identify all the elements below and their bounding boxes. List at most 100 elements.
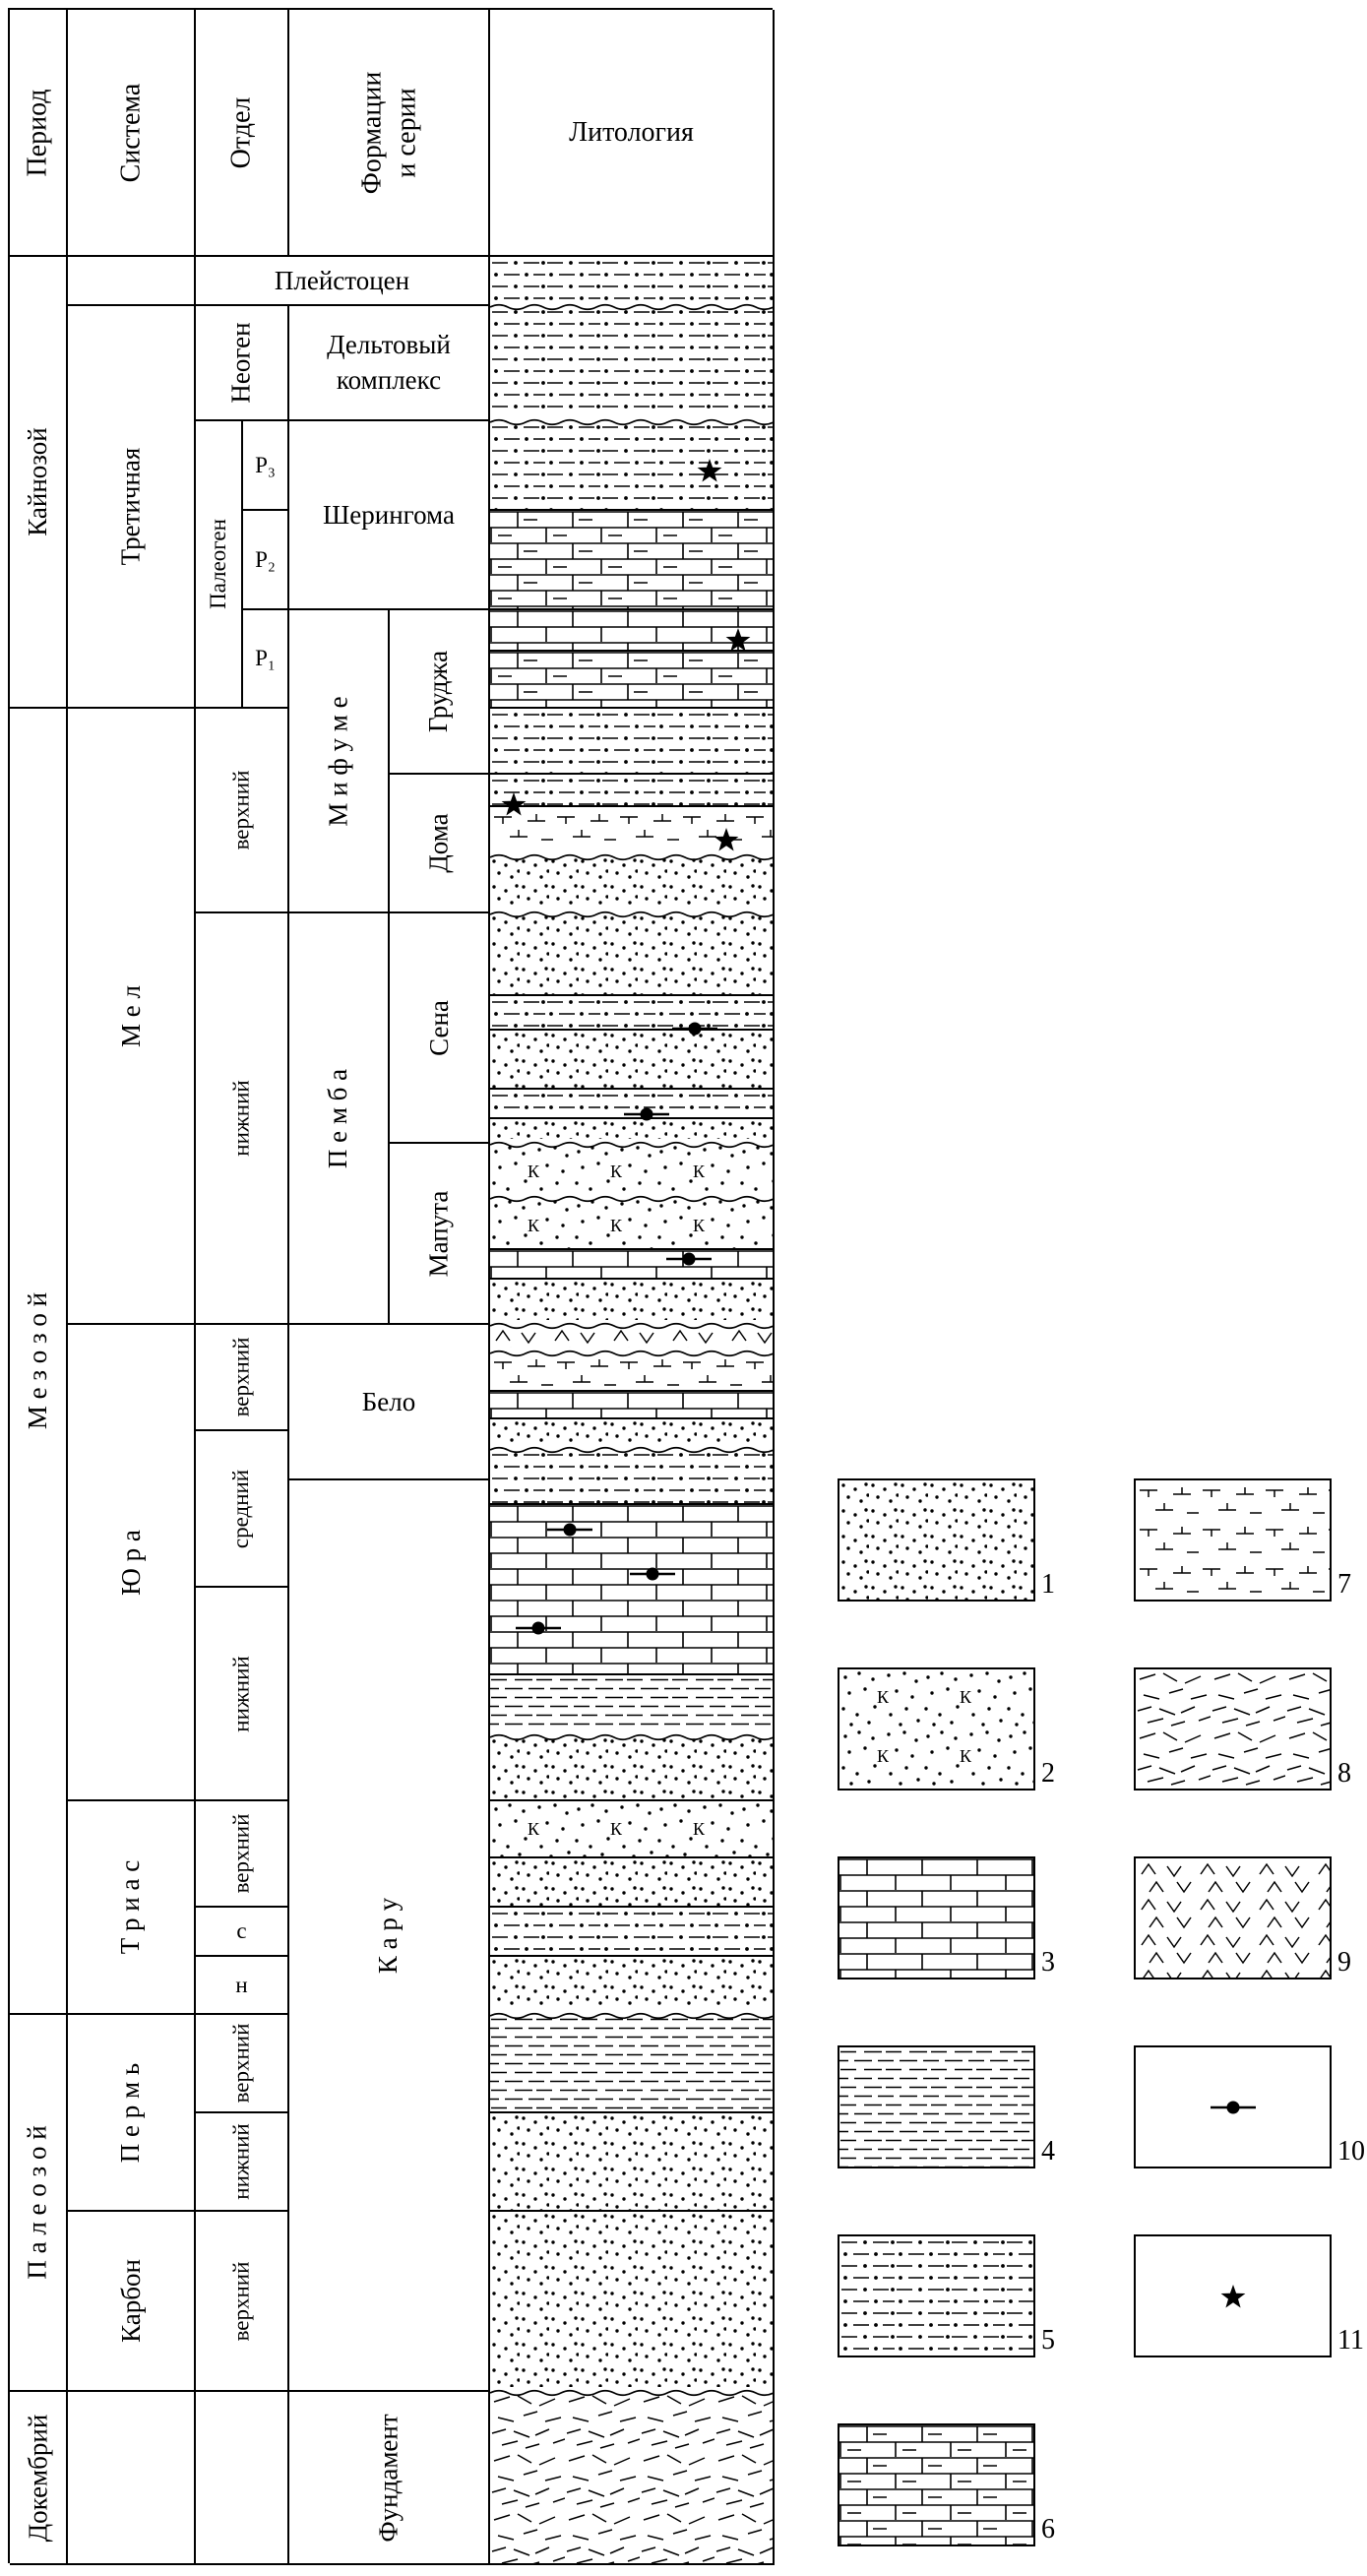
oil-show-icon (547, 1523, 592, 1537)
basement-pattern-swatch (1136, 1669, 1330, 1789)
oil-show-symbol (515, 1618, 562, 1643)
cell-fm-grudja: Груджа (390, 610, 490, 775)
fm-mifume-label: М и ф у м е (323, 695, 353, 827)
cell-system-jurassic: Ю р а (68, 1325, 196, 1801)
lith-band-dashdot (490, 775, 773, 807)
cell-period-cenozoic: Кайнозой (10, 257, 68, 709)
header-system-label: Система (115, 83, 146, 182)
star-show-icon (501, 792, 527, 816)
legend-item-2 (838, 1667, 1035, 1791)
cell-system-cretaceous: М е л (68, 709, 196, 1325)
fm-karoo-label: К а р у (373, 1897, 404, 1974)
dept-upper-label: верхний (228, 770, 254, 850)
star-show-icon (714, 828, 739, 851)
header-formations: Формации и серии (289, 10, 490, 257)
cell-dept-triassic-upper: верхний (196, 1801, 289, 1908)
cell-system-triassic: Т р и а с (68, 1801, 196, 2015)
lith-band-shale (490, 2015, 773, 2113)
lith-band-dots (490, 2212, 773, 2392)
lith-band-dots (490, 1858, 773, 1908)
cell-system-quaternary-empty (68, 257, 196, 306)
cell-fm-maputa: Мапута (390, 1144, 490, 1325)
legend-symbol-oil (1136, 2047, 1330, 2167)
cell-dept-p1: Р₁ (243, 610, 289, 709)
legend-item-number: 10 (1337, 2136, 1365, 2167)
dept-p3-label: Р₃ (255, 452, 276, 477)
lith-band-dots (490, 1031, 773, 1090)
fm-delta-complex-label: Дельтовый комплекс (327, 330, 451, 395)
lith-band-brickdash (490, 652, 773, 709)
legend-symbol-star (1136, 2236, 1330, 2356)
oil-show-icon (630, 1567, 675, 1581)
lith-band-dashdot (490, 257, 773, 306)
cell-dept-triassic-middle: с (196, 1908, 289, 1957)
cell-system-precambrian-empty (68, 2392, 196, 2565)
star-show-icon (725, 628, 751, 652)
fm-sena-label: Сена (423, 999, 454, 1056)
brickdash-pattern-swatch (839, 2425, 1033, 2545)
cell-fm-karoo: К а р у (289, 1480, 490, 2392)
system-jurassic-label: Ю р а (115, 1529, 146, 1596)
header-lithology-label: Литология (569, 116, 694, 148)
fm-maputa-label: Мапута (423, 1190, 454, 1277)
cell-fm-mifume: М и ф у м е (289, 610, 390, 913)
lith-band-dots (490, 1957, 773, 2015)
legend-item-10 (1134, 2045, 1332, 2168)
oil-show-icon (672, 1022, 717, 1036)
oil-show-icon (624, 1107, 669, 1121)
cell-period-mesozoic: М е з о з о й (10, 709, 68, 2015)
gas-show-symbol (725, 628, 751, 657)
dept-upper-label: верхний (228, 2261, 254, 2341)
dept-middle-abbr-label: с (236, 1918, 247, 1943)
dept-lower-label: нижний (228, 2123, 254, 2200)
header-department-label: Отдел (225, 96, 257, 168)
cell-fm-sena: Сена (390, 913, 490, 1144)
legend-item-4 (838, 2045, 1035, 2168)
gas-show-symbol (501, 792, 527, 821)
cell-dept-p3: Р₃ (243, 421, 289, 511)
period-cenozoic-label: Кайнозой (23, 427, 52, 536)
lith-band-brickdash (490, 511, 773, 610)
cell-system-carboniferous: Карбон (68, 2212, 196, 2392)
lith-band-dotsK (490, 1801, 773, 1858)
cell-dept-jurassic-upper: верхний (196, 1325, 289, 1431)
brick-pattern-swatch (839, 1858, 1033, 1978)
fm-belo-label: Бело (361, 1386, 416, 1416)
cell-fm-delta-complex: Дельтовый комплекс (289, 306, 490, 421)
lith-band-dashdot (490, 421, 773, 511)
dots-pattern-swatch (839, 1480, 1033, 1600)
star-show-icon (1220, 2284, 1245, 2307)
system-triassic-label: Т р и а с (115, 1859, 146, 1955)
fm-grudja-label: Груджа (423, 650, 454, 733)
gas-show-symbol (714, 828, 739, 856)
period-paleozoic-label: П а л е о з о й (23, 2125, 52, 2280)
legend-item-number: 7 (1337, 1569, 1351, 1600)
cell-period-paleozoic: П а л е о з о й (10, 2015, 68, 2392)
cell-dept-cretaceous-upper: верхний (196, 709, 289, 913)
header-formations-label: Формации и серии (355, 71, 421, 194)
lith-band-dotsK (490, 1198, 773, 1250)
lith-band-dashtick (490, 1352, 773, 1392)
dept-lower-abbr-label: н (235, 1972, 248, 1997)
cell-dept-permian-upper: верхний (196, 2015, 289, 2113)
cell-fm-pemba: П е м б а (289, 913, 390, 1325)
legend-item-number: 4 (1041, 2136, 1055, 2167)
dept-lower-label: нижний (228, 1655, 254, 1732)
shale-pattern-swatch (839, 2047, 1033, 2167)
header-department: Отдел (196, 10, 289, 257)
fm-doma-label: Дома (423, 813, 454, 873)
legend-item-7 (1134, 1478, 1332, 1602)
dept-upper-label: верхний (228, 1337, 254, 1417)
legend-item-number: 2 (1041, 1758, 1055, 1789)
dashtick-pattern-swatch (1136, 1480, 1330, 1600)
dashdot-pattern-swatch (839, 2236, 1033, 2356)
lith-band-dots (490, 2113, 773, 2212)
oil-show-icon (666, 1252, 712, 1266)
lith-band-dots (490, 1280, 773, 1325)
cell-system-tertiary: Третичная (68, 306, 196, 709)
legend-item-1 (838, 1478, 1035, 1602)
fm-sheringoma-label: Шерингома (323, 499, 455, 530)
legend-item-number: 1 (1041, 1569, 1055, 1600)
lith-band-dashdot (490, 1449, 773, 1505)
cell-dept-p2: Р₂ (243, 511, 289, 610)
